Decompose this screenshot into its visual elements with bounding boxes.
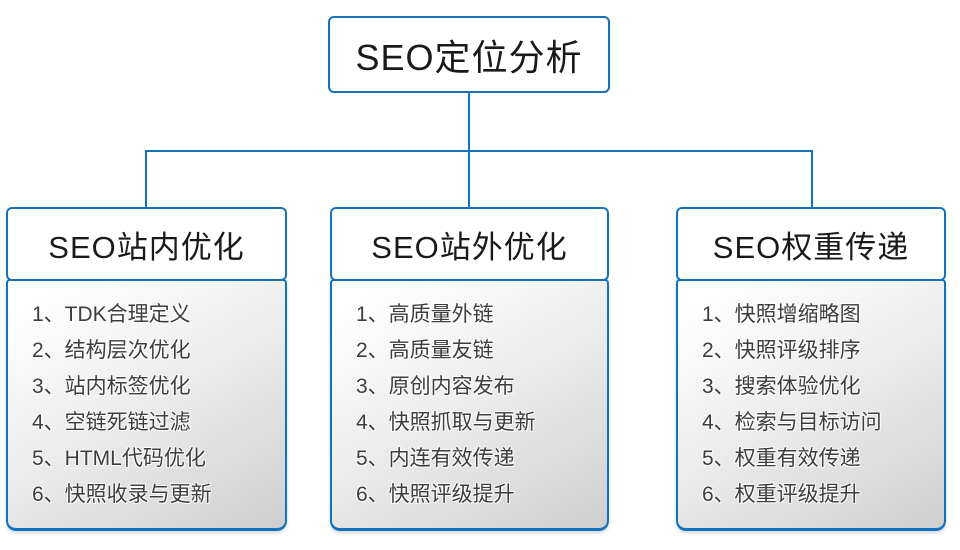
list-item: 5、HTML代码优化 xyxy=(32,447,206,470)
list-item: 5、权重有效传递 xyxy=(702,447,861,470)
weight-item-list: 1、快照增缩略图 2、快照评级排序 3、搜索体验优化 4、检索与目标访问 5、权… xyxy=(678,281,944,513)
onsite-item-list: 1、TDK合理定义 2、结构层次优化 3、站内标签优化 4、空链死链过滤 5、H… xyxy=(8,281,285,513)
column-offsite-header: SEO站外优化 xyxy=(330,207,609,281)
column-offsite-list: 1、高质量外链 2、高质量友链 3、原创内容发布 4、快照抓取与更新 5、内连有… xyxy=(330,279,609,531)
column-weight-list: 1、快照增缩略图 2、快照评级排序 3、搜索体验优化 4、检索与目标访问 5、权… xyxy=(676,279,946,531)
list-item: 3、站内标签优化 xyxy=(32,375,191,398)
offsite-item-list: 1、高质量外链 2、高质量友链 3、原创内容发布 4、快照抓取与更新 5、内连有… xyxy=(332,281,607,513)
list-item: 6、快照评级提升 xyxy=(356,483,515,506)
list-item: 6、快照收录与更新 xyxy=(32,483,212,506)
connector-drop-right xyxy=(811,151,813,207)
list-item: 1、高质量外链 xyxy=(356,303,494,326)
root-node: SEO定位分析 xyxy=(328,16,610,93)
connector-horizontal xyxy=(145,150,813,152)
list-item: 3、原创内容发布 xyxy=(356,375,515,398)
column-offsite-optimization: SEO站外优化 1、高质量外链 2、高质量友链 3、原创内容发布 4、快照抓取与… xyxy=(330,207,609,531)
column-onsite-list: 1、TDK合理定义 2、结构层次优化 3、站内标签优化 4、空链死链过滤 5、H… xyxy=(6,279,287,531)
list-item: 1、快照增缩略图 xyxy=(702,303,861,326)
column-onsite-optimization: SEO站内优化 1、TDK合理定义 2、结构层次优化 3、站内标签优化 4、空链… xyxy=(6,207,287,531)
connector-drop-middle xyxy=(468,151,470,207)
connector-drop-left xyxy=(145,151,147,207)
list-item: 2、结构层次优化 xyxy=(32,339,191,362)
list-item: 4、快照抓取与更新 xyxy=(356,411,536,434)
column-offsite-title: SEO站外优化 xyxy=(371,229,568,265)
list-item: 2、快照评级排序 xyxy=(702,339,861,362)
column-weight-title: SEO权重传递 xyxy=(712,229,910,265)
list-item: 6、权重评级提升 xyxy=(702,483,861,506)
root-node-title: SEO定位分析 xyxy=(355,36,583,78)
column-onsite-header: SEO站内优化 xyxy=(6,207,287,281)
list-item: 4、空链死链过滤 xyxy=(32,411,191,434)
list-item: 4、检索与目标访问 xyxy=(702,411,882,434)
list-item: 3、搜索体验优化 xyxy=(702,375,861,398)
column-weight-transfer: SEO权重传递 1、快照增缩略图 2、快照评级排序 3、搜索体验优化 4、检索与… xyxy=(676,207,946,531)
list-item: 1、TDK合理定义 xyxy=(32,303,191,326)
connector-root-stem xyxy=(468,93,470,151)
column-weight-header: SEO权重传递 xyxy=(676,207,946,281)
list-item: 5、内连有效传递 xyxy=(356,447,515,470)
list-item: 2、高质量友链 xyxy=(356,339,494,362)
column-onsite-title: SEO站内优化 xyxy=(48,229,245,265)
